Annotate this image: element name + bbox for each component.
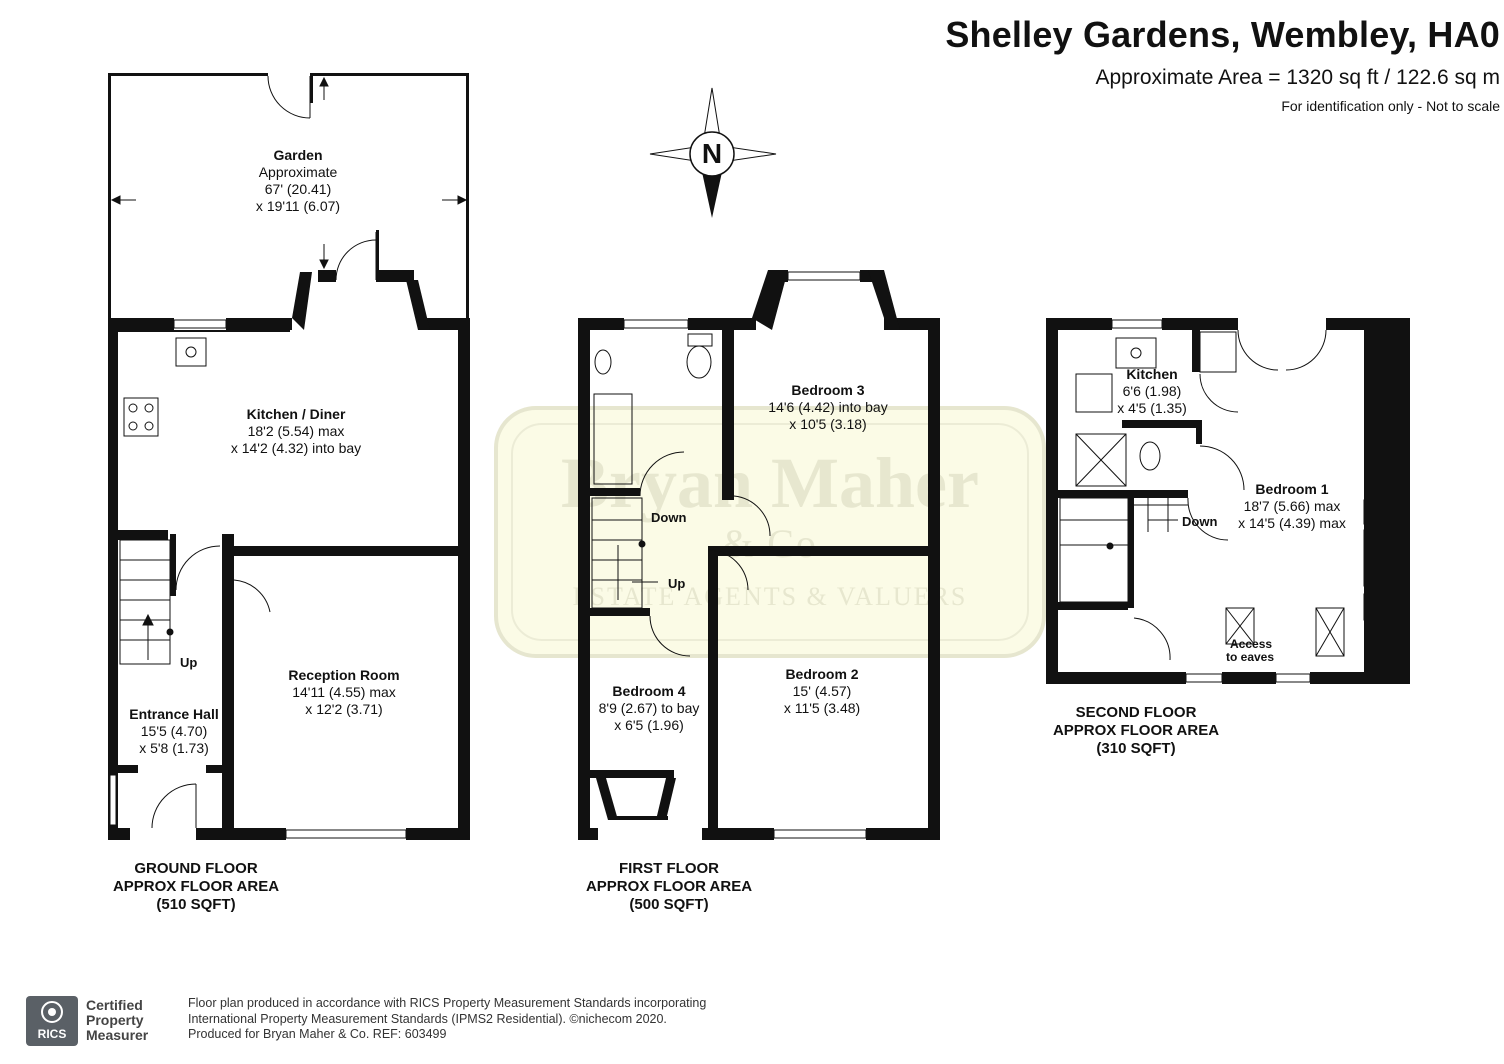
room-kitchen-diner: Kitchen / Diner 18'2 (5.54) max x 14'2 (… (231, 406, 361, 457)
garden-fence-right (466, 73, 469, 323)
room-name: Entrance Hall (129, 706, 219, 722)
room-dim: 18'7 (5.66) max (1243, 498, 1341, 514)
room-bedroom-4: Bedroom 4 8'9 (2.67) to bay x 6'5 (1.96) (599, 683, 700, 734)
room-kitchen-second: Kitchen 6'6 (1.98) x 4'5 (1.35) (1117, 366, 1187, 417)
fixtures (123, 331, 1395, 657)
room-dim: x 10'5 (3.18) (789, 416, 867, 432)
rics-line: Certified (86, 997, 143, 1013)
first-wall-right (928, 318, 940, 840)
room-dim: x 4'5 (1.35) (1117, 400, 1187, 416)
room-dim: x 14'2 (4.32) into bay (230, 440, 362, 456)
room-name: Kitchen (1126, 366, 1178, 382)
stairs (119, 497, 1188, 665)
footer-line: International Property Measurement Stand… (188, 1011, 667, 1026)
room-dim: 14'6 (4.42) into bay (768, 399, 888, 415)
garden-dimension-arrows (110, 76, 468, 270)
room-dim: 15' (4.57) (792, 683, 852, 699)
room-dim: 8'9 (2.67) to bay (598, 700, 700, 716)
compass-north-label: N (701, 138, 723, 169)
rics-emblem-icon (41, 1001, 63, 1023)
room-entrance-hall: Entrance Hall 15'5 (4.70) x 5'8 (1.73) (129, 706, 218, 757)
first-wall-left (578, 318, 590, 840)
room-reception: Reception Room 14'11 (4.55) max x 12'2 (… (288, 667, 399, 718)
floor-caption-line: APPROX FLOOR AREA (585, 878, 753, 895)
floor-caption-line: SECOND FLOOR (1075, 704, 1197, 721)
room-garden: Garden Approximate 67' (20.41) x 19'11 (… (256, 147, 340, 215)
room-bedroom-2: Bedroom 2 15' (4.57) x 11'5 (3.48) (784, 666, 860, 717)
room-dim: x 12'2 (3.71) (305, 701, 383, 717)
floor-caption-line: (310 SQFT) (1096, 740, 1176, 757)
access-eaves-label: Access to eaves (1226, 637, 1274, 664)
floor-caption-line: FIRST FLOOR (619, 860, 719, 877)
access-label-line2: to eaves (1226, 650, 1275, 664)
floor-caption-line: GROUND FLOOR (134, 860, 258, 877)
floor-caption-ground: GROUND FLOOR APPROX FLOOR AREA (510 SQFT… (113, 860, 279, 914)
room-dim: 18'2 (5.54) max (247, 423, 345, 439)
rics-logo-text: RICS (37, 1027, 67, 1041)
rics-badge: RICS Certified Property Measurer (26, 996, 176, 1046)
room-dim: x 5'8 (1.73) (139, 740, 209, 756)
watermark-line1: Bryan Maher (561, 443, 979, 523)
windows (109, 271, 1311, 839)
rics-certified-text: Certified Property Measurer (86, 998, 148, 1043)
floor-caption-line: (510 SQFT) (156, 896, 236, 913)
room-dim: x 14'5 (4.39) max (1238, 515, 1346, 531)
room-dim: x 6'5 (1.96) (614, 717, 684, 733)
room-dim: 15'5 (4.70) (140, 723, 208, 739)
floor-caption-line: APPROX FLOOR AREA (112, 878, 280, 895)
walls (108, 73, 1410, 840)
room-dim: Approximate (258, 164, 338, 180)
ground-wall-right (458, 318, 470, 838)
stairs-down-label-second: Down (1182, 514, 1218, 529)
rics-logo: RICS (26, 996, 78, 1046)
room-name: Bedroom 3 (791, 382, 865, 398)
room-dim: x 19'11 (6.07) (255, 198, 341, 214)
room-dim: 14'11 (4.55) max (292, 684, 396, 700)
page-title: Shelley Gardens, Wembley, HA0 (945, 14, 1500, 55)
rics-line: Measurer (86, 1027, 149, 1043)
room-name: Garden (273, 147, 323, 163)
garden-fence-top-right (312, 73, 469, 76)
room-dim: x 11'5 (3.48) (783, 700, 861, 716)
room-name: Reception Room (288, 667, 400, 683)
doors (151, 75, 1327, 829)
room-dim: 67' (20.41) (264, 181, 332, 197)
stairs-down-label-first: Down (651, 510, 687, 525)
footer-line: Produced for Bryan Maher & Co. REF: 6034… (188, 1027, 447, 1041)
rics-line: Property (86, 1012, 144, 1028)
approx-area: Approximate Area = 1320 sq ft / 122.6 sq… (1095, 66, 1501, 89)
ground-wall-top-left (108, 318, 174, 330)
kitchen-reception-wall (222, 546, 460, 556)
footer-notes: Floor plan produced in accordance with R… (188, 996, 706, 1043)
floor-caption-line: APPROX FLOOR AREA (1052, 722, 1220, 739)
room-name: Bedroom 2 (785, 666, 859, 682)
disclaimer-note: For identification only - Not to scale (1281, 98, 1500, 114)
floor-caption-line: (500 SQFT) (629, 896, 709, 913)
room-dim: 6'6 (1.98) (1122, 383, 1182, 399)
room-bedroom-3: Bedroom 3 14'6 (4.42) into bay x 10'5 (3… (768, 382, 887, 433)
watermark-line3: ESTATE AGENTS & VALUERS (572, 582, 968, 611)
stairs-up-label-first: Up (668, 576, 686, 591)
floor-caption-second: SECOND FLOOR APPROX FLOOR AREA (310 SQFT… (1053, 704, 1219, 758)
second-wall-left (1046, 318, 1058, 684)
garden-fence-top-left (108, 73, 268, 76)
footer-line: Floor plan produced in accordance with R… (188, 996, 707, 1010)
ground-wall-left (108, 318, 118, 838)
room-name: Bedroom 4 (612, 683, 686, 699)
garden-fence-left (108, 73, 111, 323)
floor-caption-first: FIRST FLOOR APPROX FLOOR AREA (500 SQFT) (586, 860, 752, 914)
room-name: Kitchen / Diner (246, 406, 346, 422)
room-name: Bedroom 1 (1255, 481, 1329, 497)
access-label-line1: Access (1230, 637, 1273, 651)
room-bedroom-1: Bedroom 1 18'7 (5.66) max x 14'5 (4.39) … (1238, 481, 1346, 532)
compass-rose (649, 87, 777, 218)
garden-gate-post (310, 73, 313, 103)
stairs-up-label-ground: Up (180, 655, 198, 670)
